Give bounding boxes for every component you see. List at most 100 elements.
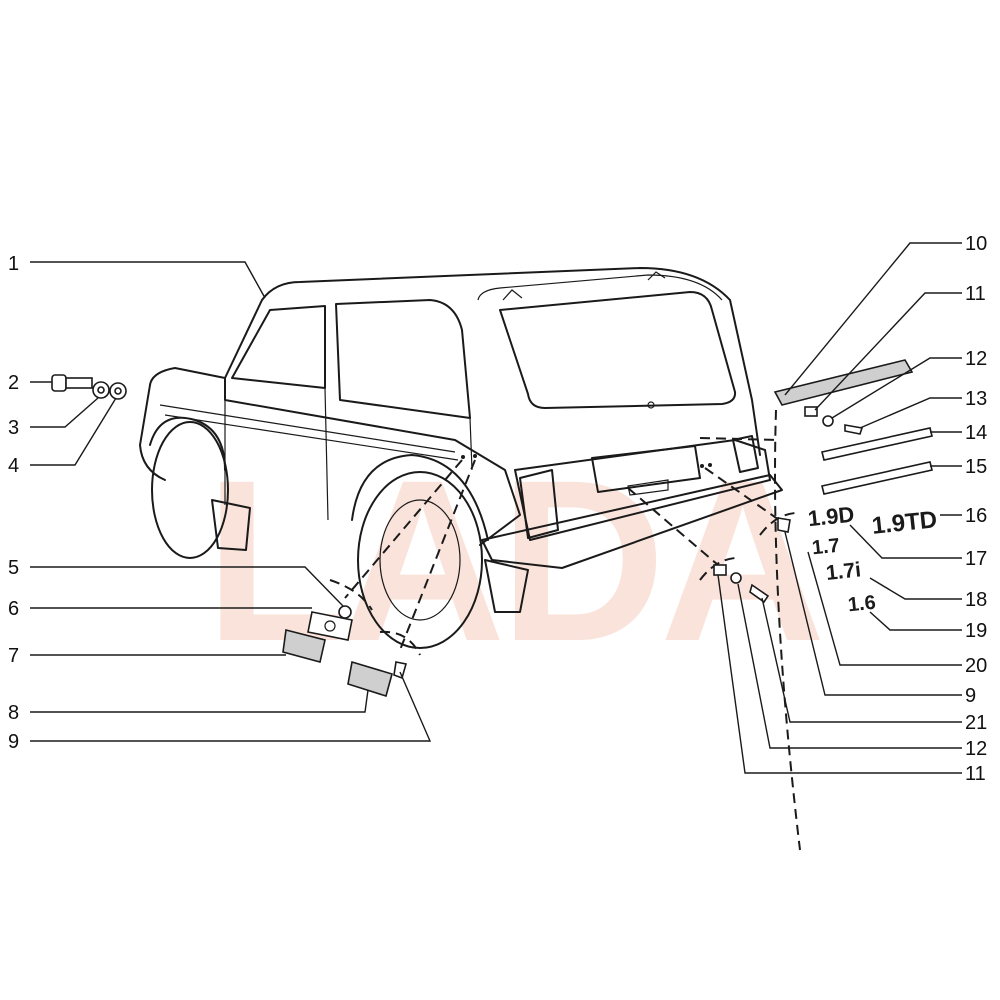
callout-15: 15 [965, 456, 987, 478]
tail-light-left [519, 469, 559, 539]
lower-screw [749, 583, 770, 604]
rear-wheel [357, 471, 483, 649]
car-rear-side-window [335, 299, 471, 419]
car-side-body [149, 367, 521, 546]
leader-9-left [30, 671, 432, 742]
callout-8: 8 [8, 702, 19, 724]
callout-12-lower: 12 [965, 738, 987, 760]
callout-21: 21 [965, 712, 987, 734]
leader-18 [869, 577, 962, 600]
callout-7: 7 [8, 645, 19, 667]
callout-19: 19 [965, 620, 987, 642]
side-hole-2 [473, 454, 477, 458]
arc-side-2 [379, 630, 421, 656]
nut-hole [114, 387, 122, 395]
roof-mount-front [502, 289, 523, 301]
bolt-head [51, 374, 67, 392]
leader-12-lower [737, 583, 962, 749]
callout-11-lower: 11 [965, 763, 986, 785]
arc-side-1 [329, 579, 373, 611]
dash-tailgate-emblem-1 [627, 487, 719, 566]
leader-8 [30, 689, 369, 713]
callout-2: 2 [8, 372, 19, 394]
badge-1-7i: 1.7i [825, 558, 862, 585]
lower-washer [730, 572, 742, 584]
car-roof-rear-edge [477, 274, 723, 301]
callout-18: 18 [965, 589, 987, 611]
leader-lines [30, 242, 962, 774]
leader-11-lower [717, 574, 962, 774]
side-emblem-a [282, 629, 326, 663]
leader-19 [869, 611, 962, 631]
trim-washer [822, 415, 834, 427]
leader-20 [807, 551, 962, 666]
callout-17: 17 [965, 548, 987, 570]
side-hole-1 [461, 455, 465, 459]
callout-6: 6 [8, 598, 19, 620]
callout-1: 1 [8, 253, 19, 275]
leader-17 [849, 524, 962, 559]
leader-12 [831, 357, 962, 419]
trim-clip [804, 406, 818, 417]
callout-9-right: 9 [965, 685, 976, 707]
badge-1-7: 1.7 [811, 535, 841, 560]
leader-21 [761, 597, 962, 723]
dash-tailgate-trim [699, 437, 781, 441]
license-plate-recess [591, 445, 701, 493]
car-rear-window [499, 291, 737, 409]
washer-hole [97, 386, 105, 394]
leader-9-right [784, 531, 962, 696]
car-front-window [231, 305, 326, 389]
badge-strip-14 [821, 427, 933, 461]
dash-side-emblem-2 [399, 459, 476, 651]
callout-20: 20 [965, 655, 987, 677]
arc-right-group [774, 409, 801, 851]
car-door-outline [224, 387, 473, 521]
callout-10: 10 [965, 233, 987, 255]
tailgate-trim-strip [773, 359, 914, 406]
car-drawing [139, 267, 783, 649]
side-emblem-b [347, 660, 393, 698]
car-front-fender [139, 384, 166, 481]
rear-wheel-arch [351, 454, 489, 541]
arc-tailgate-2 [759, 512, 796, 536]
tailgate-hole-1 [700, 464, 704, 468]
tailgate-hole-2 [708, 463, 712, 467]
leader-4 [30, 397, 117, 466]
callout-13: 13 [965, 388, 987, 410]
lower-clip [713, 564, 727, 576]
emblem-gasket [307, 611, 353, 641]
dash-side-emblem-1 [344, 459, 463, 599]
callout-4: 4 [8, 455, 19, 477]
front-wheel [151, 421, 229, 559]
clip-part [338, 605, 352, 619]
car-side-trim [159, 404, 459, 461]
tail-light-right [732, 435, 759, 473]
callout-9: 9 [8, 731, 19, 753]
roof-mount-rear [647, 271, 666, 281]
leader-5 [30, 566, 344, 607]
callout-3: 3 [8, 417, 19, 439]
leader-1 [30, 261, 266, 299]
rear-wheel-hub [379, 499, 461, 621]
badge-1-6: 1.6 [847, 592, 877, 617]
trim-screw [844, 424, 864, 435]
callout-14: 14 [965, 422, 987, 444]
callout-16: 16 [965, 505, 987, 527]
gasket-hole [324, 620, 336, 632]
badge-strip-15 [821, 461, 933, 495]
rear-bumper [481, 474, 783, 569]
left-parts [51, 374, 408, 698]
rear-mud-flap [484, 559, 529, 613]
right-parts: 1.9TD 1.9D 1.7i 1.7 1.6 [713, 359, 938, 617]
callout-12: 12 [965, 348, 987, 370]
callout-11: 11 [965, 283, 986, 305]
front-wheel-arch [149, 416, 226, 471]
tailgate-handle [627, 479, 669, 496]
leader-10 [784, 242, 962, 396]
leader-3 [30, 397, 99, 428]
left-callouts: 1 2 3 4 5 6 7 8 9 [8, 253, 19, 753]
rear-wiper-pivot [647, 401, 655, 409]
